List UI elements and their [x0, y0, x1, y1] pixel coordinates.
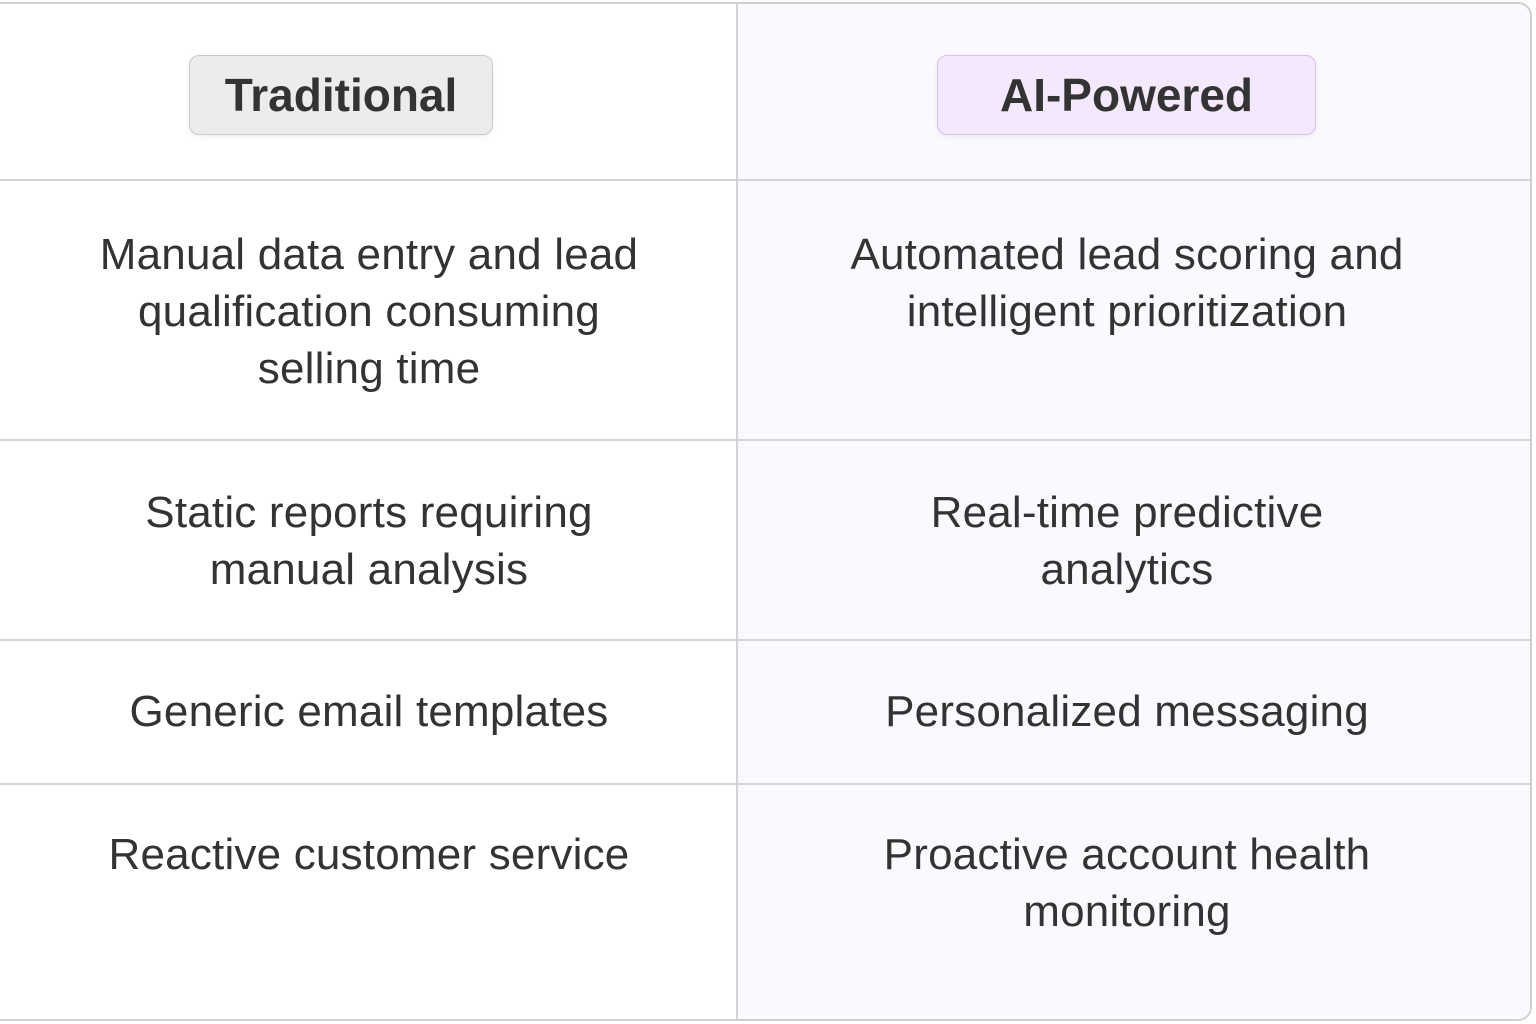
row-1-traditional-cell: Manual data entry and lead qualification…	[2, 226, 736, 397]
cell-text-line: analytics	[1040, 545, 1214, 594]
row-2-ai-powered-cell: Real-time predictive analytics	[738, 484, 1516, 598]
row-4-ai-powered-cell: Proactive account health monitoring	[738, 826, 1516, 940]
cell-text-line: Proactive account health	[883, 830, 1371, 879]
cell-text-line: monitoring	[1023, 887, 1231, 936]
row-2-traditional-cell: Static reports requiring manual analysis	[2, 484, 736, 598]
cell-text-line: Reactive customer service	[108, 830, 630, 879]
cell-text-line: Manual data entry and lead	[99, 230, 639, 279]
cell-text-line: Static reports requiring	[145, 488, 593, 537]
row-divider-2	[0, 639, 1530, 641]
row-3-traditional-cell: Generic email templates	[2, 683, 736, 740]
cell-text-line: intelligent prioritization	[906, 287, 1348, 336]
row-3-ai-powered-cell: Personalized messaging	[738, 683, 1516, 740]
row-1-ai-powered-cell: Automated lead scoring and intelligent p…	[738, 226, 1516, 340]
cell-text-line: Generic email templates	[129, 687, 609, 736]
row-4-traditional-cell: Reactive customer service	[2, 826, 736, 883]
cell-text-line: Automated lead scoring and	[850, 230, 1404, 279]
cell-text-line: Personalized messaging	[885, 687, 1369, 736]
cell-text-line: manual analysis	[209, 545, 529, 594]
ai-column-background	[737, 4, 1530, 1019]
cell-text-line: selling time	[257, 344, 481, 393]
row-divider-3	[0, 783, 1530, 785]
cell-text-line: Real-time predictive	[930, 488, 1324, 537]
row-divider-1	[0, 439, 1530, 441]
header-ai-powered-badge: AI-Powered	[937, 55, 1316, 135]
cell-text-line: qualification consuming	[138, 287, 600, 336]
header-ai-powered-label: AI-Powered	[999, 69, 1254, 121]
column-divider	[736, 4, 738, 1019]
row-divider-header	[0, 179, 1530, 181]
header-traditional-label: Traditional	[224, 69, 458, 121]
header-traditional-badge: Traditional	[189, 55, 493, 135]
